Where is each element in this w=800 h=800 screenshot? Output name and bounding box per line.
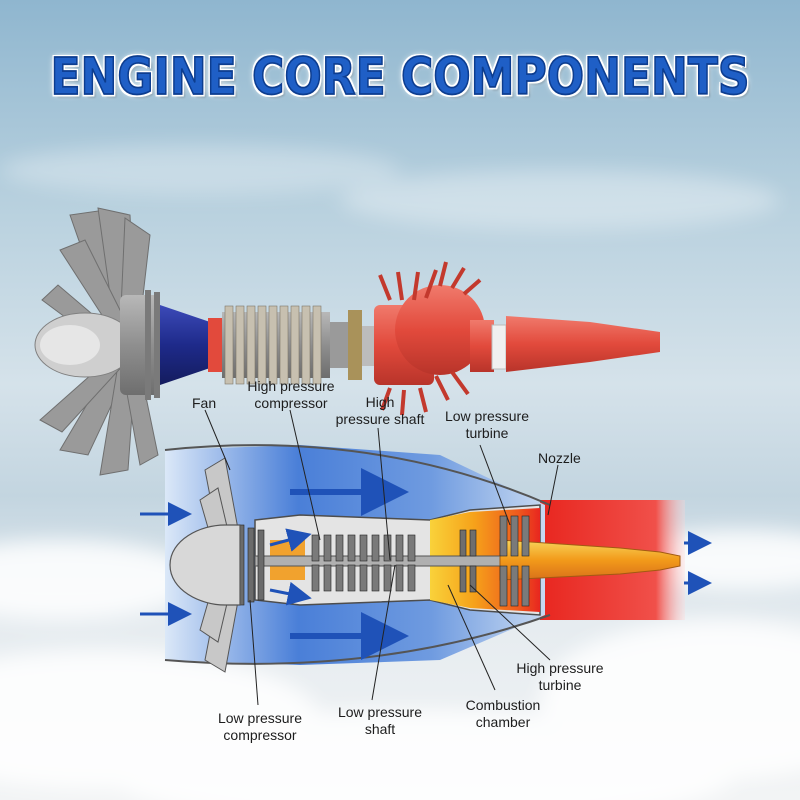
- high-pressure-compressor-stages: [311, 534, 416, 592]
- label-nozzle: Nozzle: [538, 450, 581, 466]
- label-fan: Fan: [192, 395, 217, 411]
- model-turbine: [374, 285, 494, 385]
- airflow-arrows: [140, 468, 712, 660]
- low-pressure-turbine-stages: [499, 515, 530, 607]
- fan-spinner: [169, 524, 241, 606]
- high-pressure-turbine-stages: [459, 529, 477, 593]
- model-low-pressure-shaft-cone: [160, 305, 210, 385]
- low-pressure-compressor-stages: [237, 524, 265, 606]
- leader-lines: [204, 409, 559, 706]
- page-title: ENGINE CORE COMPONENTS: [50, 47, 751, 107]
- tail-cone: [499, 539, 681, 581]
- model-nozzle-cone: [506, 316, 660, 372]
